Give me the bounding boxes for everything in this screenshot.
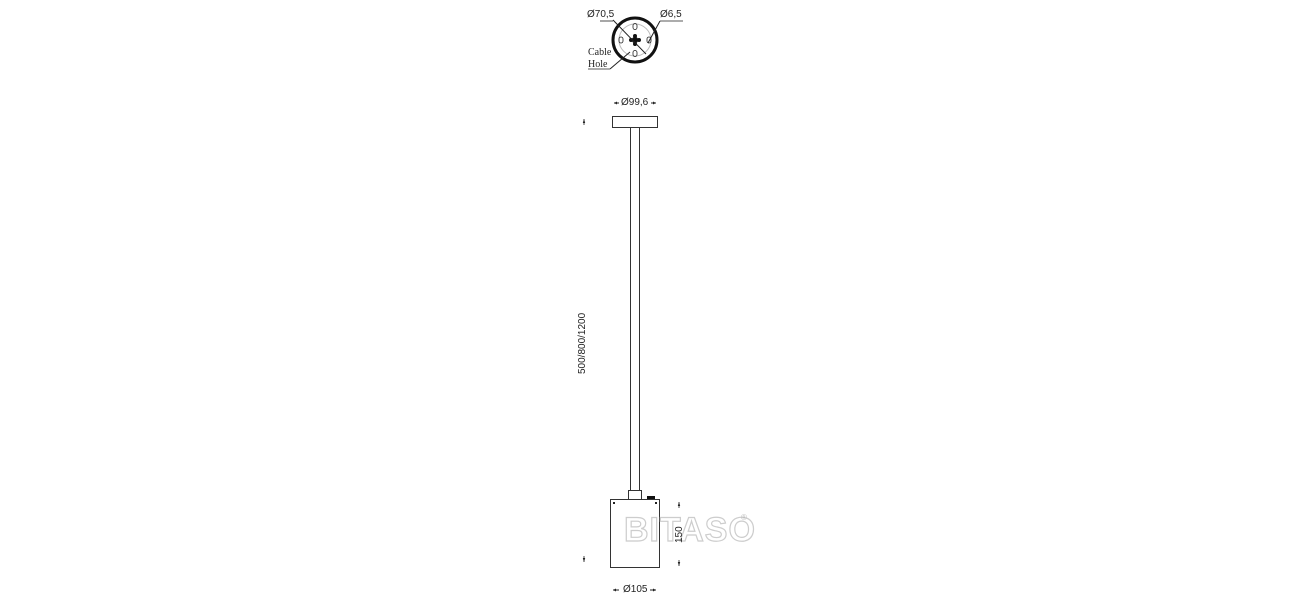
top-view-diagram (588, 16, 683, 70)
rod-collar (628, 490, 642, 500)
length-dimension (582, 119, 586, 562)
body-diameter-dimension (613, 588, 656, 592)
body-diameter-label: Ø105 (623, 584, 648, 595)
rod (630, 128, 640, 490)
canopy-diameter-label: Ø99,6 (621, 97, 649, 108)
watermark-registered-mark: ® (741, 513, 747, 522)
cable-hole-label-line1: Cable (588, 47, 612, 58)
rod-length-label: 500/800/1200 (577, 312, 588, 374)
hole-diameter-label: Ø6,5 (660, 9, 682, 20)
body-height-label: 150 (674, 526, 685, 543)
set-screw (647, 496, 655, 499)
body-height-dimension (677, 502, 681, 566)
outer-diameter-label: Ø70,5 (587, 9, 615, 20)
lamp-body (610, 499, 660, 568)
watermark-logo: BITASO (623, 510, 756, 549)
canopy (612, 116, 658, 128)
canopy-dimension (614, 101, 656, 105)
cable-hole-label-line2: Hole (588, 59, 608, 70)
